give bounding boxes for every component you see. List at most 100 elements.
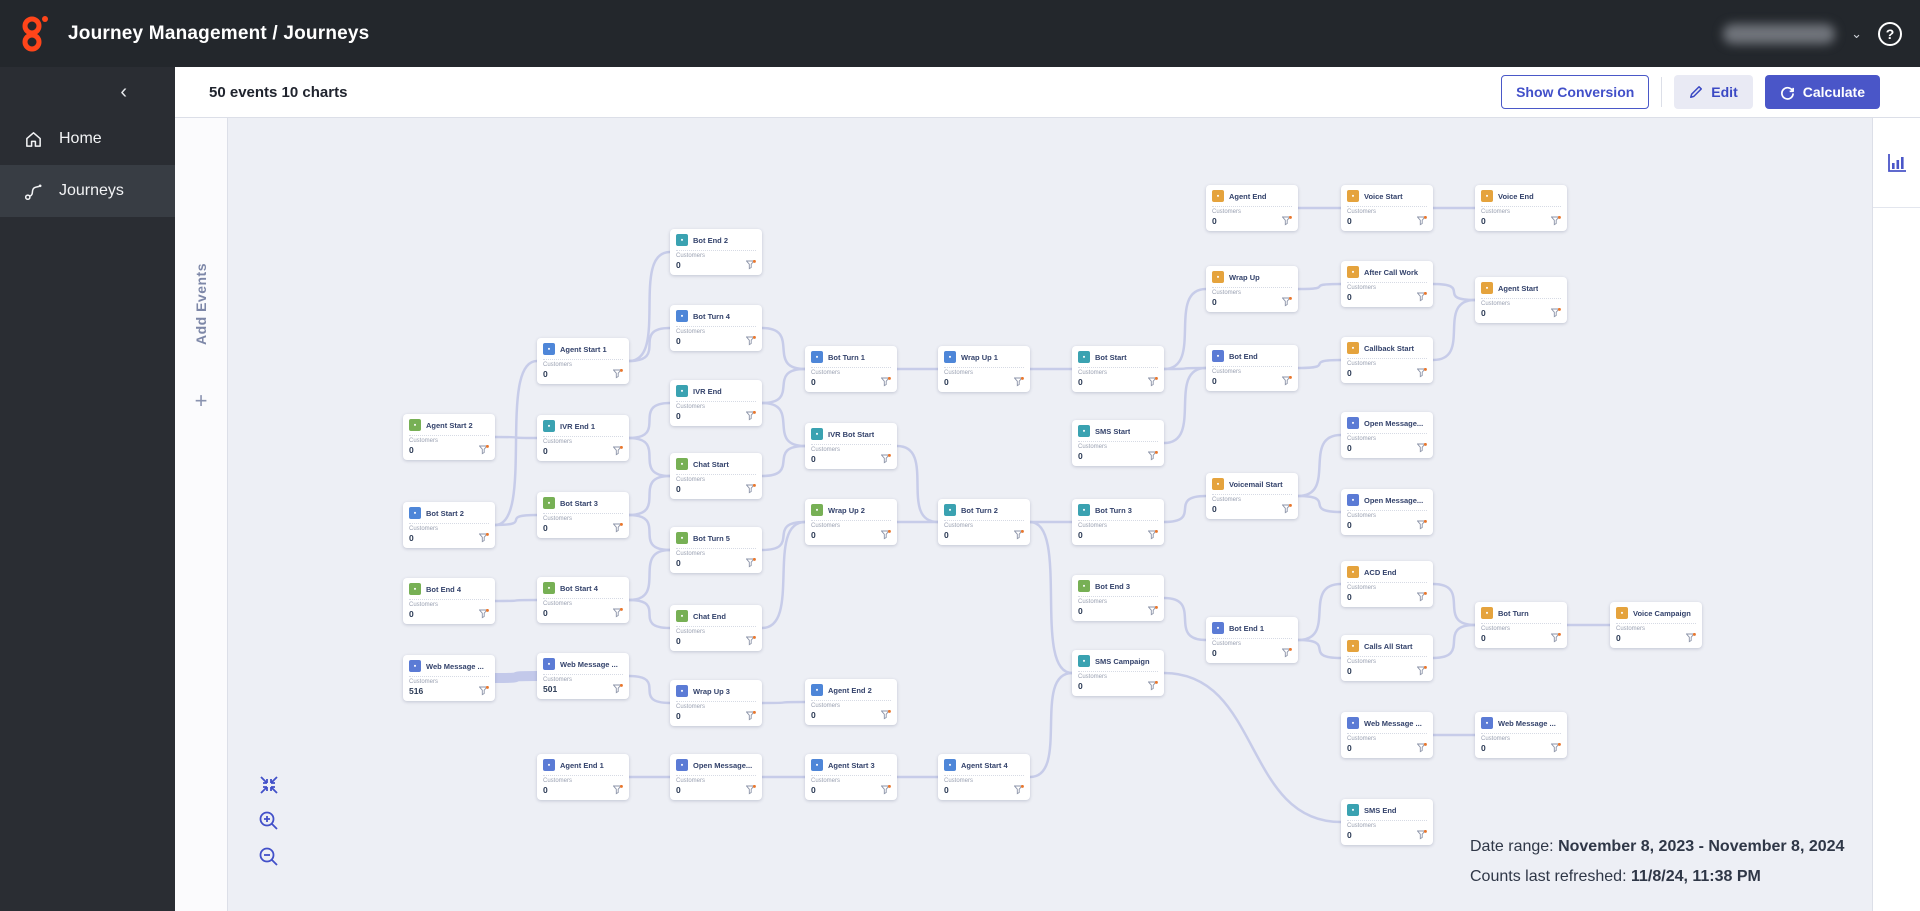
filter-icon[interactable] — [881, 377, 891, 387]
filter-icon[interactable] — [1417, 216, 1427, 226]
add-events-plus-button[interactable]: + — [194, 388, 208, 413]
filter-icon[interactable] — [1551, 633, 1561, 643]
filter-icon[interactable] — [746, 411, 756, 421]
filter-icon[interactable] — [1148, 451, 1158, 461]
filter-icon[interactable] — [1148, 681, 1158, 691]
filter-icon[interactable] — [1551, 308, 1561, 318]
filter-icon[interactable] — [1148, 530, 1158, 540]
filter-icon[interactable] — [479, 609, 489, 619]
filter-icon[interactable] — [746, 260, 756, 270]
filter-icon[interactable] — [613, 523, 623, 533]
show-conversion-button[interactable]: Show Conversion — [1501, 75, 1650, 109]
filter-icon[interactable] — [1417, 592, 1427, 602]
user-name-redacted[interactable] — [1723, 23, 1836, 44]
filter-icon[interactable] — [1014, 785, 1024, 795]
filter-icon[interactable] — [881, 710, 891, 720]
filter-icon[interactable] — [1282, 504, 1292, 514]
filter-icon[interactable] — [746, 336, 756, 346]
filter-icon[interactable] — [746, 711, 756, 721]
filter-icon[interactable] — [1417, 830, 1427, 840]
filter-icon[interactable] — [1551, 743, 1561, 753]
help-icon[interactable]: ? — [1878, 21, 1902, 46]
charts-panel-button[interactable] — [1873, 118, 1920, 208]
filter-icon[interactable] — [881, 530, 891, 540]
zoom-out-button[interactable] — [258, 846, 280, 868]
filter-icon[interactable] — [746, 484, 756, 494]
filter-icon[interactable] — [613, 446, 623, 456]
filter-icon[interactable] — [746, 785, 756, 795]
sidebar-item-journeys[interactable]: Journeys — [0, 165, 175, 217]
user-menu-chevron-down-icon[interactable]: ⌄ — [1851, 25, 1862, 41]
filter-icon[interactable] — [746, 636, 756, 646]
sidebar-item-home[interactable]: Home — [0, 113, 175, 165]
filter-icon[interactable] — [1417, 520, 1427, 530]
sidebar-collapse-icon[interactable]: ‹ — [120, 81, 127, 103]
filter-icon[interactable] — [479, 686, 489, 696]
filter-icon[interactable] — [613, 608, 623, 618]
filter-icon[interactable] — [1282, 297, 1292, 307]
filter-icon[interactable] — [479, 533, 489, 543]
filter-icon[interactable] — [613, 785, 623, 795]
filter-icon[interactable] — [1417, 368, 1427, 378]
filter-icon[interactable] — [479, 445, 489, 455]
filter-icon[interactable] — [1551, 216, 1561, 226]
calculate-button[interactable]: Calculate — [1764, 75, 1880, 109]
filter-icon[interactable] — [1148, 606, 1158, 616]
fit-view-button[interactable] — [258, 774, 280, 796]
filter-icon[interactable] — [613, 684, 623, 694]
filter-icon[interactable] — [1417, 743, 1427, 753]
filter-icon[interactable] — [1417, 443, 1427, 453]
filter-icon[interactable] — [746, 558, 756, 568]
filter-icon[interactable] — [1282, 648, 1292, 658]
filter-icon[interactable] — [613, 369, 623, 379]
zoom-in-button[interactable] — [258, 810, 280, 832]
filter-icon[interactable] — [1417, 666, 1427, 676]
